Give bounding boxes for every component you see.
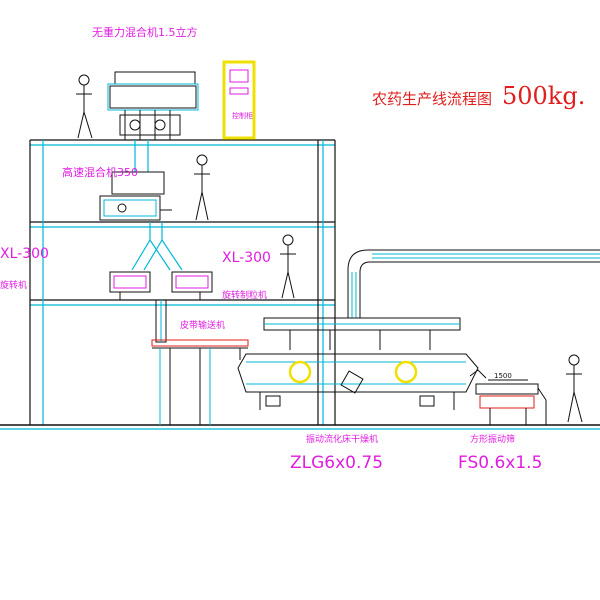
- chute-2: [155, 299, 167, 343]
- labels: 无重力混合机1.5立方 高速混合机350 XL-300 旋转机 XL-300 旋…: [0, 25, 585, 473]
- top-mixer: [107, 71, 199, 140]
- worker-ground: [566, 354, 583, 423]
- worker-floor2: [280, 234, 296, 299]
- label-xl-left-cn: 旋转机: [0, 279, 27, 291]
- granulators: [109, 271, 213, 300]
- label-granulator: 旋转制粒机: [222, 289, 267, 301]
- label-belt-conveyor: 皮带输送机: [180, 319, 225, 331]
- label-high-speed-mixer: 高速混合机350: [62, 165, 138, 179]
- sieve-dimension: 1500: [494, 372, 512, 380]
- label-xl-left: XL-300: [0, 246, 49, 262]
- label-mixer-top: 无重力混合机1.5立方: [92, 25, 198, 39]
- worker-floor1: [194, 154, 210, 221]
- label-sieve-cn: 方形振动筛: [470, 433, 515, 445]
- control-cabinet: 控制柜: [222, 60, 256, 140]
- diagram-title: 农药生产线流程图: [372, 90, 492, 108]
- chute-1: [134, 140, 149, 172]
- label-dryer-cn: 振动流化床干燥机: [306, 433, 378, 445]
- worker-roof: [76, 74, 93, 139]
- overhead-duct: [347, 249, 600, 318]
- cabinet-label: 控制柜: [232, 111, 253, 120]
- capacity-label: 500kg.: [502, 82, 585, 110]
- dryer-inspection-ports: [288, 360, 418, 384]
- label-xl-mid: XL-300: [222, 250, 271, 266]
- fluid-bed-dryer: [237, 317, 479, 410]
- vibrating-sieve: [469, 369, 547, 425]
- belt-conveyor: [151, 339, 249, 425]
- building-frame: [0, 139, 600, 430]
- worker-figures: [76, 74, 583, 423]
- high-speed-mixer: [99, 171, 172, 221]
- label-dryer-model: ZLG6x0.75: [290, 453, 383, 473]
- label-sieve-model: FS0.6x1.5: [458, 453, 542, 473]
- y-splitter: [131, 222, 183, 271]
